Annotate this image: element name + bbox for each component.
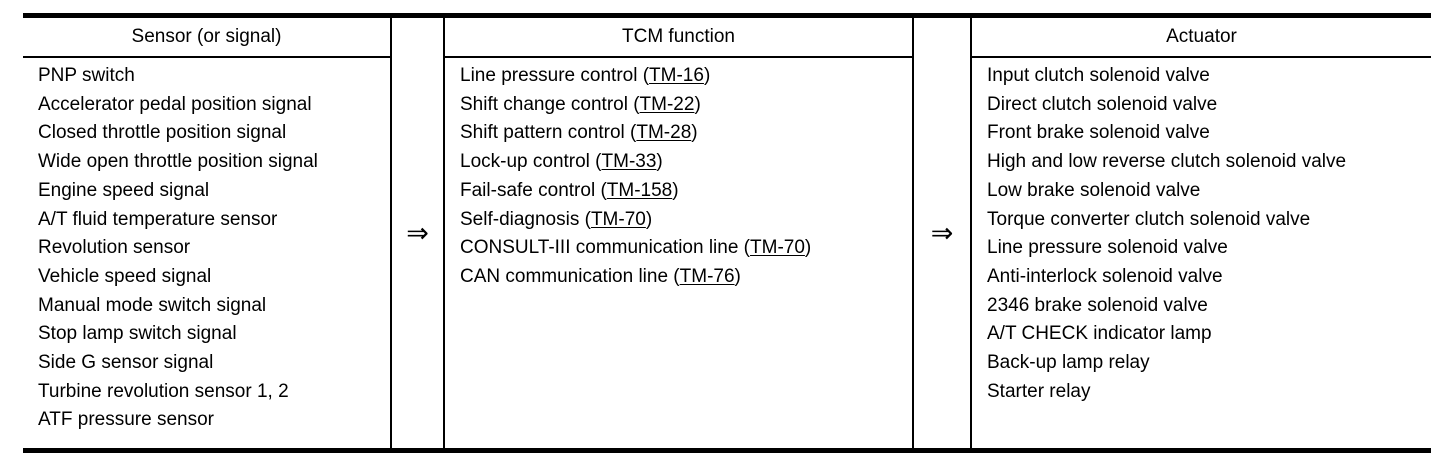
tcm-item-suffix: )	[672, 179, 679, 201]
tm-ref-link[interactable]: TM-16	[649, 65, 704, 86]
actuator-item: Back-up lamp relay	[987, 352, 1150, 374]
tcm-item-suffix: )	[703, 65, 711, 86]
tcm-item-text: CAN communication line (	[460, 265, 680, 287]
tcm-item-text: Lock-up control (	[460, 151, 602, 173]
tcm-item-suffix: )	[691, 122, 698, 144]
actuator-item: Anti-interlock solenoid valve	[987, 265, 1223, 287]
actuator-item: A/T CHECK indicator lamp	[987, 323, 1212, 345]
actuator-item: 2346 brake solenoid valve	[987, 294, 1208, 316]
tm-ref-link[interactable]: TM-28	[636, 122, 692, 144]
tcm-item: Self-diagnosis (TM-70)	[460, 206, 908, 235]
tm-ref-link[interactable]: TM-70	[590, 208, 646, 230]
sensor-item: Turbine revolution sensor 1, 2	[38, 380, 289, 402]
sensor-item: Manual mode switch signal	[38, 294, 267, 316]
sensor-item: PNP switch	[38, 65, 135, 86]
sensor-column-header: Sensor (or signal)	[23, 18, 390, 58]
tcm-io-diagram: Sensor (or signal) PNP switch Accelerato…	[23, 13, 1431, 453]
tm-ref-link[interactable]: TM-158	[606, 179, 673, 201]
actuator-item: High and low reverse clutch solenoid val…	[987, 151, 1347, 173]
rightwards-double-arrow-icon: ⇒	[930, 217, 954, 248]
tcm-item: Shift pattern control (TM-28)	[460, 119, 908, 148]
tcm-column: TCM function Line pressure control (TM-1…	[445, 18, 912, 448]
rightwards-double-arrow-icon: ⇒	[406, 217, 429, 248]
tcm-item-suffix: )	[804, 237, 812, 259]
tcm-item: CAN communication line (TM-76)	[460, 263, 908, 292]
sensor-list: PNP switch Accelerator pedal position si…	[23, 58, 390, 435]
sensor-item: Stop lamp switch signal	[38, 323, 237, 345]
tcm-item-suffix: )	[645, 208, 653, 230]
actuator-item: Front brake solenoid valve	[987, 122, 1210, 144]
actuator-column: Actuator Input clutch solenoid valve Dir…	[972, 18, 1431, 448]
tcm-item-suffix: )	[694, 93, 701, 115]
tcm-list: Line pressure control (TM-16) Shift chan…	[445, 58, 912, 292]
tm-ref-link[interactable]: TM-70	[750, 237, 805, 259]
actuator-column-header: Actuator	[972, 18, 1431, 58]
tcm-item: Shift change control (TM-22)	[460, 91, 908, 120]
sensor-item: A/T fluid temperature sensor	[38, 208, 278, 230]
sensor-item: Closed throttle position signal	[38, 122, 287, 144]
tm-ref-link[interactable]: TM-22	[639, 93, 695, 115]
tm-ref-link[interactable]: TM-76	[679, 265, 735, 287]
tcm-item-text: Line pressure control (	[460, 65, 650, 86]
tcm-item: CONSULT-III communication line (TM-70)	[460, 234, 908, 263]
actuator-list: Input clutch solenoid valve Direct clutc…	[972, 58, 1431, 406]
tcm-item: Line pressure control (TM-16)	[460, 62, 908, 91]
actuator-item: Low brake solenoid valve	[987, 179, 1201, 201]
tcm-item-text: Shift change control (	[460, 93, 640, 115]
actuator-item: Starter relay	[987, 380, 1091, 402]
sensor-item: Revolution sensor	[38, 237, 191, 259]
arrow-column-1: ⇒	[390, 18, 445, 448]
sensor-item: Wide open throttle position signal	[38, 151, 318, 173]
actuator-item: Input clutch solenoid valve	[987, 65, 1210, 86]
sensor-item: Accelerator pedal position signal	[38, 93, 312, 115]
sensor-item: Engine speed signal	[38, 179, 210, 201]
tcm-item-text: Shift pattern control (	[460, 122, 637, 144]
arrow-column-2: ⇒	[912, 18, 972, 448]
tcm-column-header: TCM function	[445, 18, 912, 58]
actuator-item: Direct clutch solenoid valve	[987, 93, 1218, 115]
actuator-item: Torque converter clutch solenoid valve	[987, 208, 1311, 230]
tcm-item-suffix: )	[656, 151, 663, 173]
sensor-column: Sensor (or signal) PNP switch Accelerato…	[23, 18, 390, 448]
tcm-item-text: Self-diagnosis (	[460, 208, 591, 230]
tcm-item: Lock-up control (TM-33)	[460, 148, 908, 177]
sensor-item: Vehicle speed signal	[38, 265, 212, 287]
actuator-item: Line pressure solenoid valve	[987, 237, 1228, 259]
tcm-item: Fail-safe control (TM-158)	[460, 177, 908, 206]
sensor-item: Side G sensor signal	[38, 352, 214, 374]
tm-ref-link[interactable]: TM-33	[601, 151, 657, 173]
tcm-item-text: CONSULT-III communication line (	[460, 237, 751, 259]
sensor-item: ATF pressure sensor	[38, 409, 214, 431]
tcm-item-suffix: )	[734, 265, 741, 287]
tcm-item-text: Fail-safe control (	[460, 179, 607, 201]
